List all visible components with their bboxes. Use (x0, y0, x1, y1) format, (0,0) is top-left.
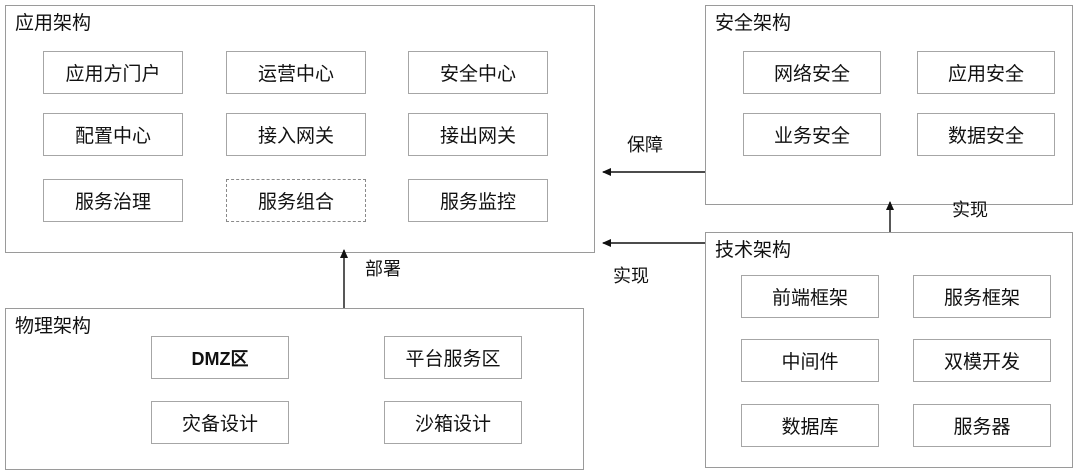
node-business-security[interactable]: 业务安全 (743, 113, 881, 156)
node-dmz-zone[interactable]: DMZ区 (151, 336, 289, 379)
edge-label-technology-to-security: 实现 (952, 200, 988, 220)
node-middleware[interactable]: 中间件 (741, 339, 879, 382)
node-network-security[interactable]: 网络安全 (743, 51, 881, 94)
node-application-security[interactable]: 应用安全 (917, 51, 1055, 94)
panel-title-technology-architecture: 技术架构 (715, 240, 792, 261)
node-database[interactable]: 数据库 (741, 404, 879, 447)
node-sandbox-design[interactable]: 沙箱设计 (384, 401, 522, 444)
panel-title-physical-architecture: 物理架构 (15, 316, 92, 337)
panel-title-application-architecture: 应用架构 (15, 13, 92, 34)
node-service-composition[interactable]: 服务组合 (226, 179, 366, 222)
edge-label-physical-to-application: 部署 (365, 259, 401, 279)
node-service-monitoring[interactable]: 服务监控 (408, 179, 548, 222)
edge-label-technology-to-application: 实现 (613, 266, 649, 286)
node-operation-center[interactable]: 运营中心 (226, 51, 366, 94)
node-config-center[interactable]: 配置中心 (43, 113, 183, 156)
panel-technology-architecture[interactable]: 技术架构 前端框架 服务框架 中间件 双模开发 数据库 服务器 (705, 232, 1073, 468)
panel-physical-architecture[interactable]: 物理架构 DMZ区 平台服务区 灾备设计 沙箱设计 (5, 308, 584, 470)
node-service-governance[interactable]: 服务治理 (43, 179, 183, 222)
edge-label-security-to-application: 保障 (627, 135, 663, 155)
node-egress-gateway[interactable]: 接出网关 (408, 113, 548, 156)
node-data-security[interactable]: 数据安全 (917, 113, 1055, 156)
node-security-center[interactable]: 安全中心 (408, 51, 548, 94)
panel-title-security-architecture: 安全架构 (715, 13, 792, 34)
node-bimodal-development[interactable]: 双模开发 (913, 339, 1051, 382)
panel-application-architecture[interactable]: 应用架构 应用方门户 运营中心 安全中心 配置中心 接入网关 接出网关 服务治理… (5, 5, 595, 253)
panel-security-architecture[interactable]: 安全架构 网络安全 应用安全 业务安全 数据安全 (705, 5, 1073, 205)
node-server[interactable]: 服务器 (913, 404, 1051, 447)
node-frontend-framework[interactable]: 前端框架 (741, 275, 879, 318)
node-platform-service-zone[interactable]: 平台服务区 (384, 336, 522, 379)
node-service-framework[interactable]: 服务框架 (913, 275, 1051, 318)
node-application-portal[interactable]: 应用方门户 (43, 51, 183, 94)
node-disaster-recovery-design[interactable]: 灾备设计 (151, 401, 289, 444)
node-ingress-gateway[interactable]: 接入网关 (226, 113, 366, 156)
